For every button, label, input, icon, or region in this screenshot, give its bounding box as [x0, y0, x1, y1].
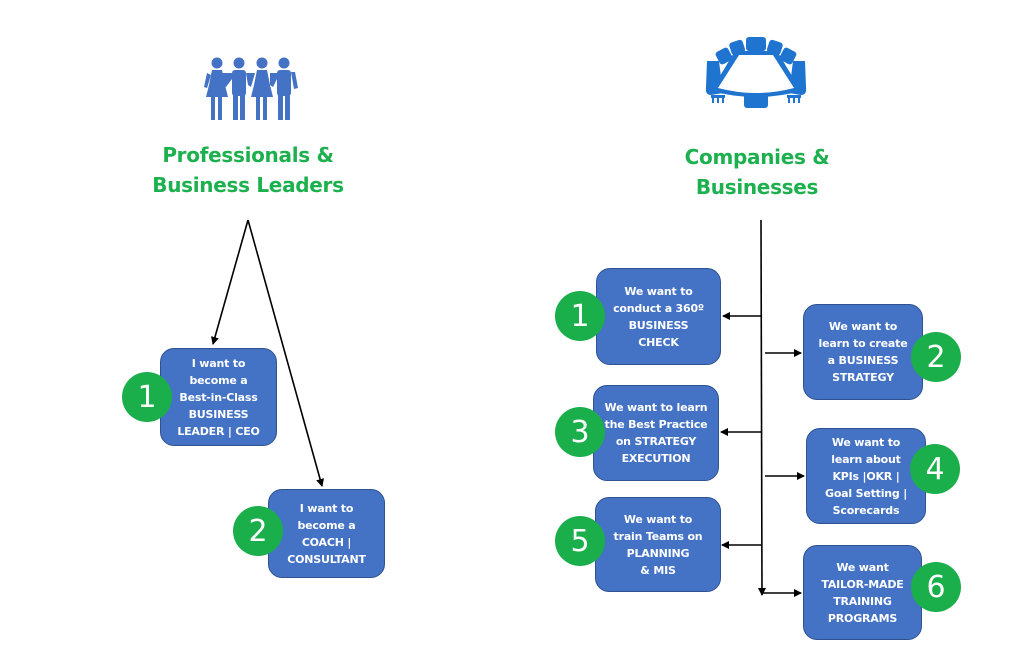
right-option-3-box[interactable]: We want to learn the Best Practice on ST…	[593, 385, 719, 481]
option-text-line: Best-in-Class	[179, 390, 258, 404]
right-section-title: Companies & Businesses	[652, 142, 862, 202]
right-title-line-1: Companies &	[684, 145, 830, 169]
right-option-6-number-badge: 6	[911, 562, 961, 612]
left-option-2-number-badge: 2	[233, 506, 283, 556]
option-text-line: We want to	[828, 320, 898, 333]
right-option-5-number-badge: 5	[555, 516, 605, 566]
option-text-line: train Teams on	[613, 529, 703, 543]
option-text-line: We want to	[624, 284, 693, 298]
option-text-line: I want to	[299, 501, 354, 515]
right-option-3-number-badge: 3	[555, 407, 605, 457]
option-text-line: LEADER | CEO	[177, 424, 260, 438]
option-text-line: PROGRAMS	[827, 611, 898, 625]
right-option-2-number-badge: 2	[911, 332, 961, 382]
left-section-title: Professionals & Business Leaders	[140, 140, 356, 200]
right-option-1-box[interactable]: We want to conduct a 360º BUSINESS CHECK	[596, 268, 721, 365]
option-text-line: become a	[297, 518, 356, 532]
option-text-line: We want to	[831, 435, 901, 449]
option-text-line: learn about	[831, 452, 901, 466]
option-text-line: the Best Practice	[604, 418, 708, 431]
option-text-line: CHECK	[638, 335, 679, 349]
right-option-5-box[interactable]: We want to train Teams on PLANNING & MIS	[595, 497, 721, 592]
left-title-line-2: Business Leaders	[152, 173, 344, 197]
option-text-line: BUSINESS	[628, 318, 689, 332]
right-option-6-box[interactable]: We want TAILOR-MADE TRAINING PROGRAMS	[803, 545, 922, 640]
option-text-line: Scorecards	[832, 503, 900, 517]
option-text-line: learn to create	[818, 337, 908, 350]
left-title-line-1: Professionals &	[162, 143, 334, 167]
left-option-1-box[interactable]: I want to become a Best-in-Class BUSINES…	[160, 348, 277, 446]
left-option-1-number-badge: 1	[122, 372, 172, 422]
conference-table-icon	[705, 37, 807, 108]
option-text-line: BUSINESS	[188, 407, 249, 421]
connector-left-to-option-1	[211, 219, 249, 345]
option-text-line: PLANNING	[626, 546, 690, 560]
option-text-line: EXECUTION	[621, 452, 691, 465]
people-group-icon	[204, 57, 298, 120]
option-text-line: TAILOR-MADE	[821, 577, 904, 591]
option-text-line: & MIS	[640, 563, 676, 577]
left-option-2-box[interactable]: I want to become a COACH | CONSULTANT	[268, 489, 385, 578]
right-option-1-number-badge: 1	[555, 291, 605, 341]
option-text-line: We want to learn	[604, 401, 708, 414]
right-title-line-2: Businesses	[695, 175, 819, 199]
option-text-line: TRAINING	[833, 594, 892, 608]
connector-right-trunk	[757, 219, 766, 596]
option-text-line: COACH |	[301, 535, 352, 549]
option-text-line: on STRATEGY	[615, 435, 697, 448]
option-text-line: KPIs |OKR |	[832, 469, 900, 483]
option-text-line: We want to	[623, 512, 693, 526]
option-text-line: a BUSINESS	[827, 354, 899, 367]
right-option-2-box[interactable]: We want to learn to create a BUSINESS ST…	[803, 304, 923, 400]
option-text-line: STRATEGY	[832, 371, 894, 384]
option-text-line: I want to	[191, 356, 246, 370]
option-text-line: conduct a 360º	[613, 301, 704, 315]
option-text-line: We want	[836, 560, 889, 574]
right-option-4-box[interactable]: We want to learn about KPIs |OKR | Goal …	[806, 428, 926, 524]
option-text-line: become a	[189, 373, 248, 387]
option-text-line: CONSULTANT	[287, 552, 366, 566]
right-option-4-number-badge: 4	[910, 444, 960, 494]
option-text-line: Goal Setting |	[824, 486, 908, 500]
